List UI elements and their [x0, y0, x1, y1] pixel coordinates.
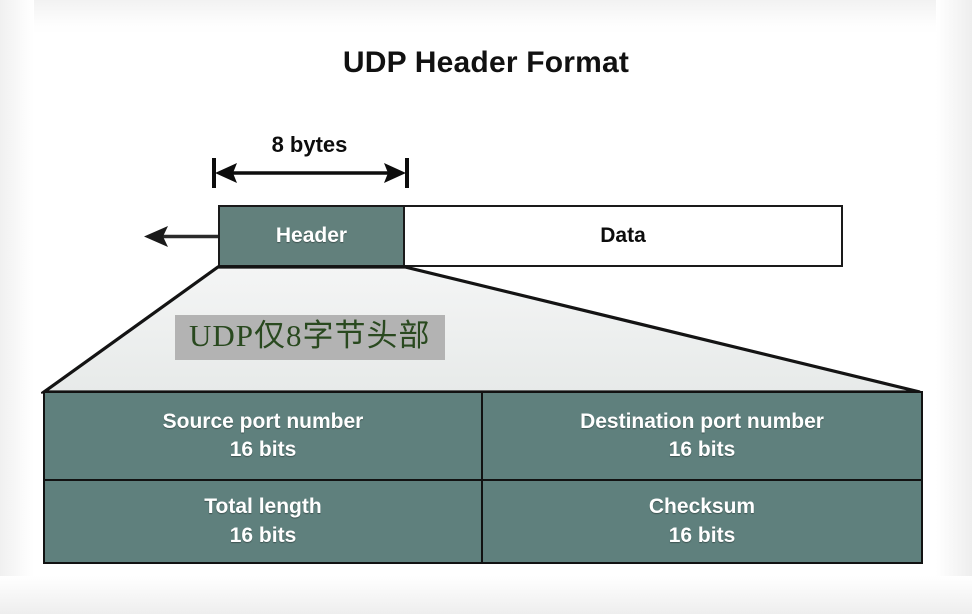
udp-header-field-table: Source port number 16 bits Destination p…: [43, 391, 923, 564]
field-name: Checksum: [648, 495, 756, 519]
edge-shade-bottom: [0, 576, 972, 614]
packet-header-label: Header: [275, 224, 348, 247]
chinese-annotation: UDP仅8字节头部: [175, 315, 445, 360]
field-cell-total-length: Total length 16 bits: [43, 479, 483, 564]
edge-shade-left: [0, 0, 34, 614]
field-size: 16 bits: [229, 523, 297, 547]
packet-header-box: Header: [218, 205, 405, 267]
double-headed-arrow-icon: [212, 158, 409, 188]
field-size: 16 bits: [668, 523, 736, 547]
edge-shade-right: [936, 0, 972, 614]
table-row: Total length 16 bits Checksum 16 bits: [43, 479, 923, 564]
field-size: 16 bits: [229, 438, 297, 461]
packet-data-label: Data: [600, 224, 646, 247]
field-name: Destination port number: [580, 409, 824, 433]
diagram-title: UDP Header Format: [342, 46, 630, 79]
edge-shade-top: [0, 0, 972, 34]
field-cell-destination-port: Destination port number 16 bits: [481, 391, 923, 481]
table-row: Source port number 16 bits Destination p…: [43, 391, 923, 481]
dimension-label-8-bytes: 8 bytes: [271, 132, 348, 157]
field-cell-source-port: Source port number 16 bits: [43, 391, 483, 481]
field-name: Source port number: [162, 409, 364, 433]
field-name: Total length: [204, 495, 322, 519]
packet-data-box: Data: [405, 205, 843, 267]
field-size: 16 bits: [668, 438, 736, 461]
left-arrow-icon: [144, 226, 222, 247]
field-cell-checksum: Checksum 16 bits: [481, 479, 923, 564]
